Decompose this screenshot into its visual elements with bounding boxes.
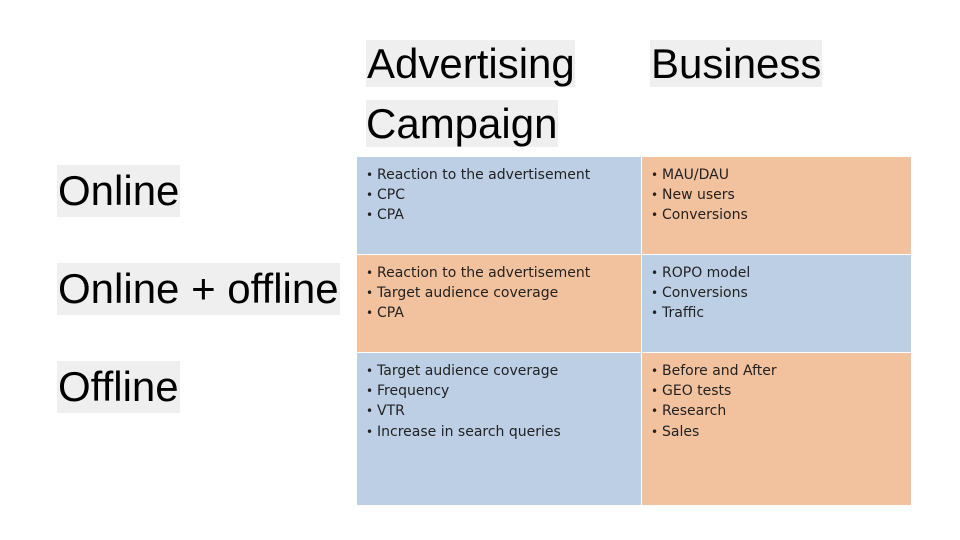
bullet-item: Traffic <box>651 303 903 323</box>
bullet-item: ROPO model <box>651 263 903 283</box>
cell-online-campaign: Reaction to the advertisementCPCCPA <box>357 157 641 254</box>
metrics-matrix: Reaction to the advertisementCPCCPA MAU/… <box>357 157 911 505</box>
row-header-online: Online <box>57 165 181 217</box>
bullet-item: Conversions <box>651 205 903 225</box>
bullet-item: Conversions <box>651 283 903 303</box>
bullet-item: VTR <box>366 401 633 421</box>
bullet-item: Before and After <box>651 361 903 381</box>
row-header-offline: Offline <box>57 361 180 413</box>
bullet-item: Frequency <box>366 381 633 401</box>
bullet-item: CPA <box>366 205 633 225</box>
cell-online-offline-campaign: Reaction to the advertisementTarget audi… <box>357 254 641 352</box>
bullet-list: Reaction to the advertisementTarget audi… <box>366 263 633 324</box>
bullet-item: GEO tests <box>651 381 903 401</box>
bullet-item: CPA <box>366 303 633 323</box>
cell-offline-business: Before and AfterGEO testsResearchSales <box>641 352 911 505</box>
row-header-online-offline: Online + offline <box>57 263 340 315</box>
bullet-item: CPC <box>366 185 633 205</box>
bullet-item: Target audience coverage <box>366 361 633 381</box>
bullet-item: Reaction to the advertisement <box>366 165 633 185</box>
bullet-list: Before and AfterGEO testsResearchSales <box>651 361 903 442</box>
cell-online-business: MAU/DAUNew usersConversions <box>641 157 911 254</box>
bullet-item: Research <box>651 401 903 421</box>
bullet-item: MAU/DAU <box>651 165 903 185</box>
column-header-advertising-campaign: Advertising Campaign <box>366 40 575 147</box>
bullet-item: New users <box>651 185 903 205</box>
bullet-list: ROPO modelConversionsTraffic <box>651 263 903 324</box>
bullet-item: Sales <box>651 422 903 442</box>
bullet-list: Target audience coverageFrequencyVTRIncr… <box>366 361 633 442</box>
bullet-item: Target audience coverage <box>366 283 633 303</box>
bullet-item: Increase in search queries <box>366 422 633 442</box>
cell-online-offline-business: ROPO modelConversionsTraffic <box>641 254 911 352</box>
column-header-business: Business <box>650 40 823 87</box>
cell-offline-campaign: Target audience coverageFrequencyVTRIncr… <box>357 352 641 505</box>
bullet-list: MAU/DAUNew usersConversions <box>651 165 903 226</box>
bullet-item: Reaction to the advertisement <box>366 263 633 283</box>
bullet-list: Reaction to the advertisementCPCCPA <box>366 165 633 226</box>
